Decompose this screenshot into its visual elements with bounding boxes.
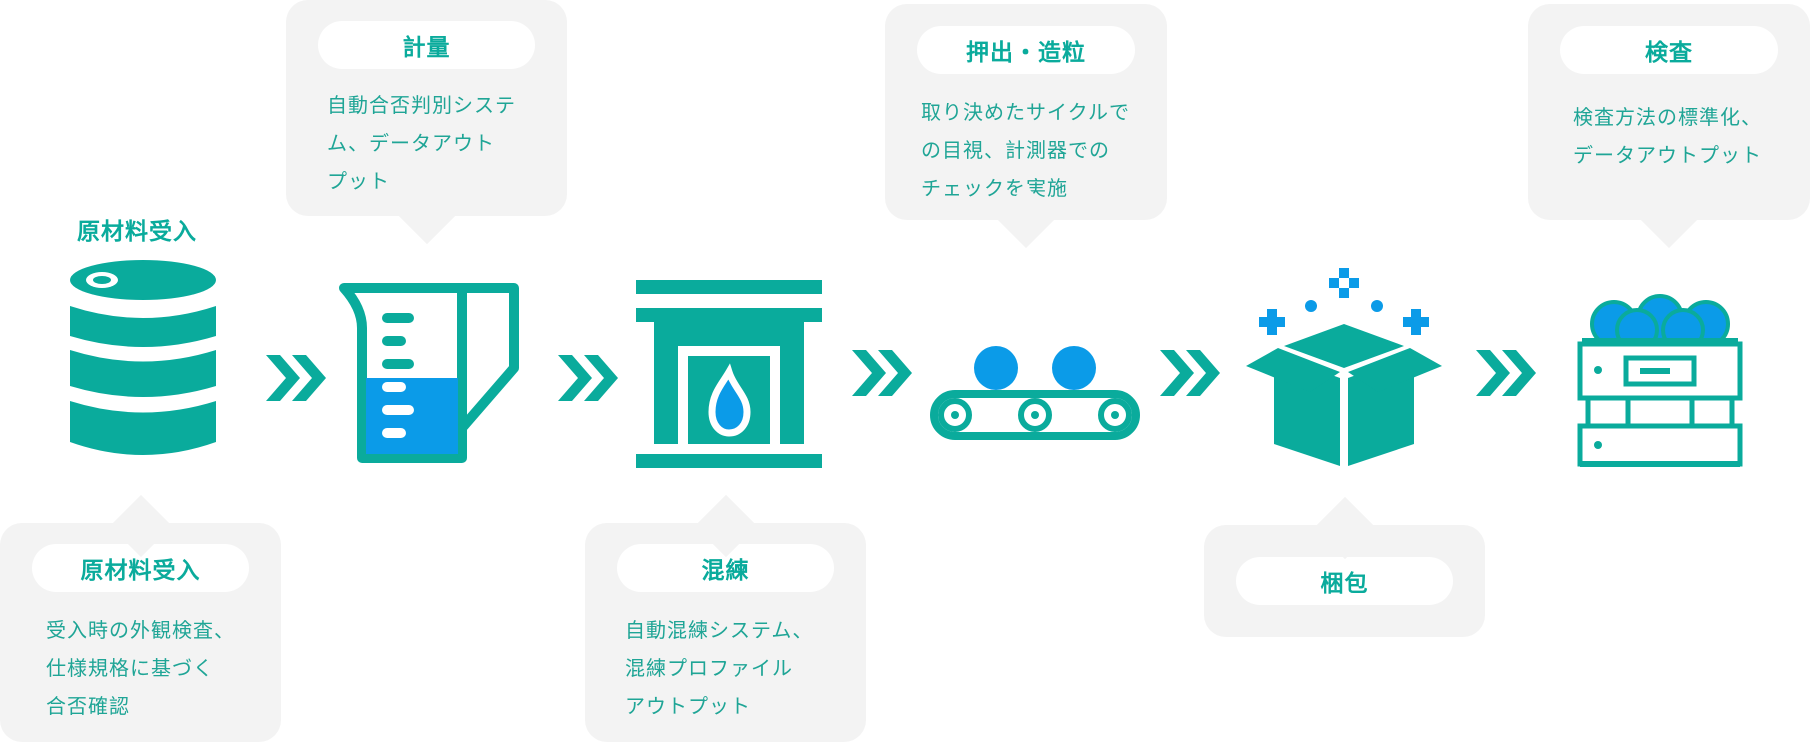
box-icon (1246, 268, 1442, 466)
step-title: 検査 (1560, 26, 1778, 74)
double-chevron-right-icon (852, 350, 912, 396)
double-chevron-right-icon (266, 355, 326, 401)
step-description: 自動混練システム、 混練プロファイル アウトプット (625, 618, 814, 718)
step-title: 押出・造粒 (917, 26, 1135, 74)
double-chevron-right-icon (1476, 350, 1536, 396)
step-title: 原材料受入 (32, 544, 249, 592)
step-card-packing: 梱包 (1204, 525, 1485, 637)
step-description: 取り決めたサイクルで の目視、計測器での チェックを実施 (921, 100, 1130, 200)
material-receiving-label: 原材料受入 (77, 219, 197, 245)
conveyor-icon (930, 346, 1140, 440)
step-description: 自動合否判別システ ム、データアウト プット (327, 93, 516, 193)
step-card-material-receiving: 原材料受入 受入時の外観検査、 仕様規格に基づく 合否確認 (0, 523, 281, 742)
double-chevron-right-icon (1160, 350, 1220, 396)
double-chevron-right-icon (558, 355, 618, 401)
step-title: 梱包 (1236, 557, 1453, 605)
step-description: 検査方法の標準化、 データアウトプット (1573, 105, 1762, 167)
step-title: 計量 (318, 21, 535, 69)
furnace-icon (636, 280, 822, 468)
step-card-weighing: 計量 自動合否判別システ ム、データアウト プット (286, 0, 567, 216)
step-description: 受入時の外観検査、 仕様規格に基づく 合否確認 (46, 618, 235, 718)
step-card-kneading: 混練 自動混練システム、 混練プロファイル アウトプット (585, 523, 866, 742)
step-title: 混練 (617, 544, 834, 592)
beaker-icon (339, 283, 519, 463)
inspection-machine-icon (1577, 294, 1743, 467)
drum-icon (70, 260, 216, 455)
step-card-inspection: 検査 検査方法の標準化、 データアウトプット (1528, 4, 1810, 220)
step-card-extrusion-pelletizing: 押出・造粒 取り決めたサイクルで の目視、計測器での チェックを実施 (885, 4, 1167, 220)
